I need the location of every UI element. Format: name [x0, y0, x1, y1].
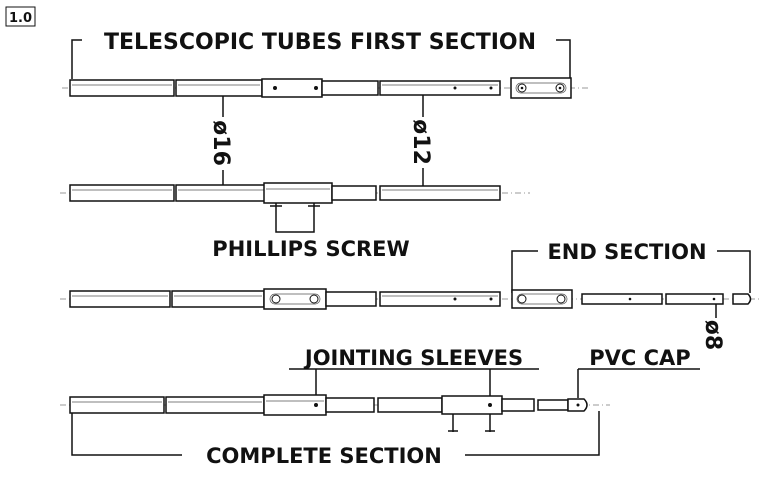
pvc-cap-label: PVC CAP	[589, 346, 690, 370]
row4-screws	[448, 414, 495, 432]
row2-tubes	[60, 182, 530, 204]
first-section-title: TELESCOPIC TUBES FIRST SECTION	[104, 30, 536, 55]
figure-number-text: 1.0	[9, 11, 32, 26]
first-section-bracket	[71, 39, 571, 79]
first-section-tubes	[62, 77, 590, 99]
diameter-16-label: ø16	[208, 120, 233, 166]
end-section-title: END SECTION	[547, 240, 706, 264]
phillips-leader	[275, 218, 315, 233]
diameter-8-label: ø8	[700, 320, 725, 350]
phillips-screws	[270, 203, 320, 218]
phillips-screw-label: PHILLIPS SCREW	[212, 237, 409, 261]
complete-section-title: COMPLETE SECTION	[206, 444, 442, 468]
row4-tubes	[60, 394, 610, 416]
diameter-12-label: ø12	[408, 119, 433, 165]
end-section-bracket	[511, 250, 751, 293]
row3-tubes	[60, 288, 760, 310]
complete-section-bracket	[71, 411, 600, 456]
figure-number: 1.0	[5, 6, 36, 27]
jointing-sleeves-label: JOINTING SLEEVES	[303, 346, 523, 370]
